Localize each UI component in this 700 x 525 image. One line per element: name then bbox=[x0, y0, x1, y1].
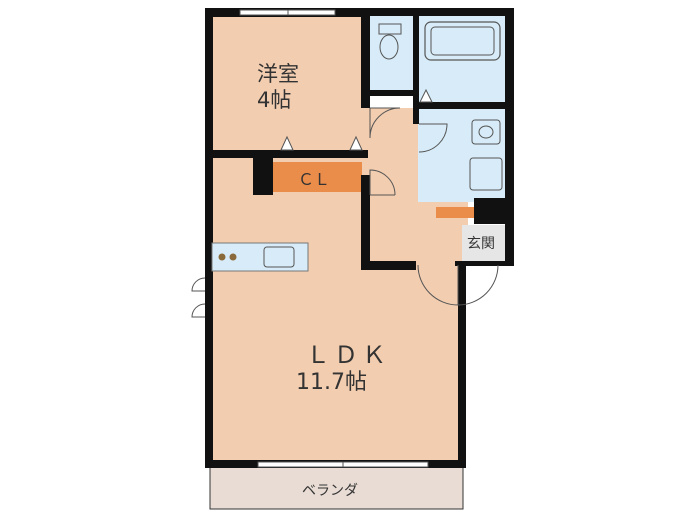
washing-machine-space bbox=[469, 157, 503, 191]
closet-area bbox=[272, 162, 362, 192]
hall-floor bbox=[365, 108, 418, 263]
western-room-size: 4帖 bbox=[257, 88, 292, 112]
ldk-size: 11.7帖 bbox=[296, 370, 367, 395]
balcony-area bbox=[209, 464, 464, 510]
basin-bowl bbox=[478, 125, 494, 139]
washbasin bbox=[471, 119, 501, 145]
balcony-label: ベランダ bbox=[302, 483, 358, 499]
ldk-name: ＬＤＫ bbox=[306, 341, 390, 369]
entrance-area bbox=[462, 225, 507, 263]
bathtub-inner bbox=[430, 26, 495, 56]
western-room-name: 洋室 bbox=[257, 62, 299, 86]
doors bbox=[191, 107, 499, 318]
western-room-floor bbox=[212, 15, 365, 154]
entrance-label: 玄関 bbox=[467, 236, 495, 252]
stove-burner-2 bbox=[229, 253, 237, 261]
stove-burner-1 bbox=[218, 253, 226, 261]
closet-label: ＣＬ bbox=[298, 170, 331, 189]
toilet-bowl bbox=[379, 34, 399, 60]
closet-door-markers bbox=[280, 88, 433, 151]
toilet-tank bbox=[378, 23, 402, 35]
shoe-rack bbox=[436, 207, 474, 218]
kitchen-sink bbox=[263, 246, 295, 268]
bathtub bbox=[424, 21, 501, 61]
